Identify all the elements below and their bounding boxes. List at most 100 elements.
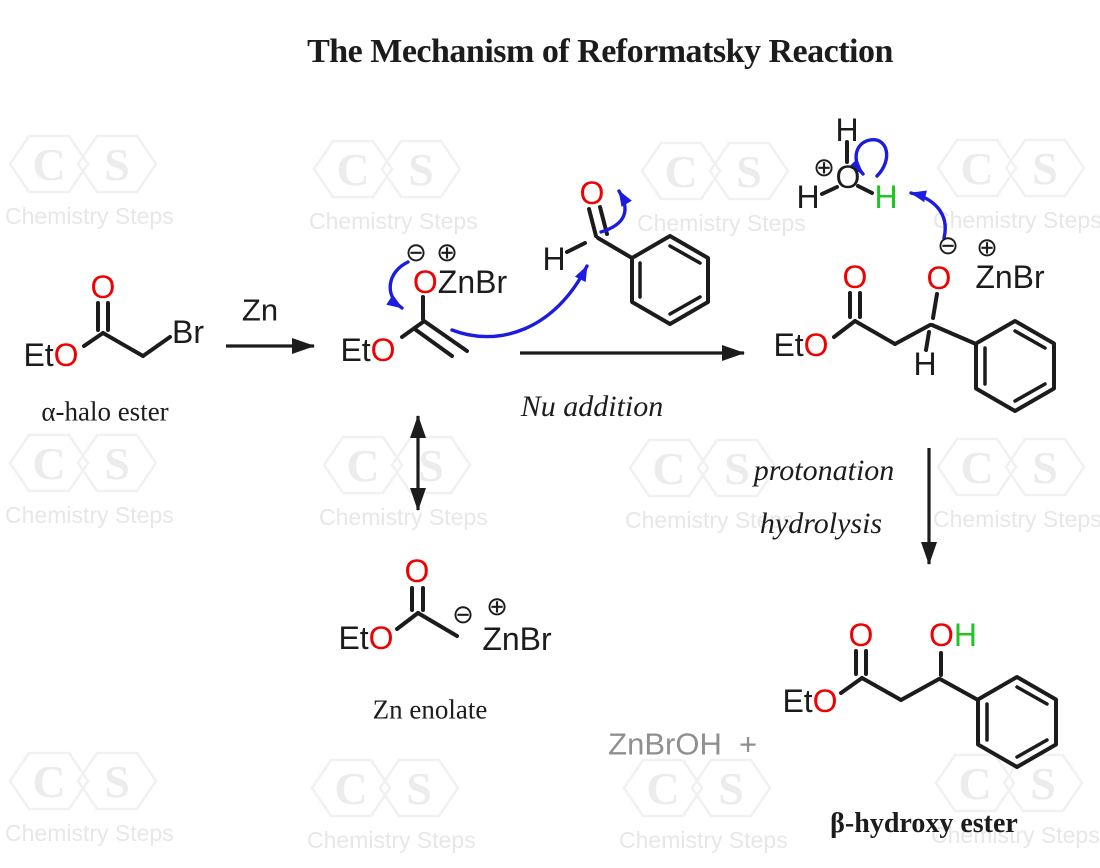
atom-label-eto: EtO: [782, 685, 837, 717]
charge-minus: ⊖: [937, 230, 959, 260]
curly-arrow-oh-bond: [848, 138, 889, 178]
atom-znbr: ZnBr: [482, 621, 552, 657]
atom-carbonyl-o: O: [848, 617, 874, 653]
watermark-letter-c: C: [958, 758, 991, 809]
benzaldehyde-bonds: [565, 205, 710, 326]
watermark-text: Chemistry Steps: [933, 207, 1100, 233]
watermark-letter-s: S: [736, 146, 762, 197]
diagram-title: The Mechanism of Reformatsky Reaction: [307, 33, 893, 70]
atom-carbonyl-o: O: [404, 553, 430, 589]
watermark-letter-c: C: [652, 443, 685, 494]
caption-nu-addition: Nu addition: [520, 390, 664, 423]
watermark-text: Chemistry Steps: [319, 504, 488, 530]
atom-znbr: ZnBr: [975, 259, 1045, 295]
watermark-text: Chemistry Steps: [619, 827, 788, 853]
watermark-letter-c: C: [32, 438, 65, 489]
atom-o: O: [835, 159, 861, 195]
charge-plus: ⊕: [813, 152, 835, 182]
curly-arrow-carbonyl-pi: [599, 189, 632, 234]
atom-br: Br: [172, 314, 204, 350]
hydronium-bonds: [820, 140, 874, 196]
caption-hydrolysis: hydrolysis: [759, 507, 883, 540]
atom-h: H: [796, 179, 820, 215]
atom-o: O: [412, 264, 438, 300]
phenyl-ring: [974, 319, 1056, 413]
atom-o: O: [812, 683, 838, 719]
caption-protonation: protonation: [753, 454, 895, 487]
watermark-text: Chemistry Steps: [933, 506, 1100, 532]
charge-minus: ⊖: [452, 599, 474, 629]
watermark-letter-s: S: [1030, 758, 1056, 809]
atom-et: Et: [782, 683, 813, 719]
atom-et: Et: [340, 332, 371, 368]
product-bonds: [839, 649, 1058, 769]
atom-alkoxide-o: O: [926, 260, 952, 296]
atom-h: H: [953, 617, 977, 653]
benzene-ring: [630, 234, 710, 326]
watermark-text: Chemistry Steps: [625, 507, 794, 533]
reagent-zn: Zn: [241, 292, 279, 328]
atom-label-eto: EtO: [773, 329, 828, 361]
atom-carbonyl-o: O: [90, 269, 116, 305]
charge-plus: ⊕: [976, 232, 998, 262]
charge-minus: ⊖: [405, 237, 427, 267]
atom-label-eto: EtO: [338, 622, 393, 654]
atom-o: O: [803, 327, 829, 363]
atom-carbonyl-o: O: [842, 259, 868, 295]
atom-o: O: [368, 620, 394, 656]
watermark-letter-c: C: [960, 143, 993, 194]
atom-znbr: ZnBr: [437, 264, 508, 300]
watermark-letter-c: C: [32, 756, 65, 807]
watermark-letter-c: C: [960, 442, 993, 493]
watermark-text: Chemistry Steps: [5, 502, 174, 528]
curly-arrow-enolate-oxygen: [386, 260, 410, 310]
watermark-text: Chemistry Steps: [307, 827, 476, 853]
caption-beta-hydroxy-ester: β-hydroxy ester: [830, 808, 1018, 839]
watermark-letter-c: C: [32, 139, 65, 190]
curly-arrow-alkoxide-deprotonation: [909, 190, 947, 240]
charge-plus: ⊕: [486, 591, 508, 621]
watermark-letter-c: C: [334, 763, 367, 814]
watermark-letter-s: S: [718, 763, 744, 814]
atom-o: O: [53, 337, 79, 373]
caption-alpha-halo-ester: α-halo ester: [41, 396, 169, 427]
atom-label-oznbr: OZnBr: [413, 266, 507, 298]
zn-enolate-bonds: [395, 586, 459, 638]
atom-et: Et: [773, 327, 804, 363]
atom-carbonyl-o: O: [579, 175, 605, 211]
charge-plus: ⊕: [436, 237, 458, 267]
watermark-letter-s: S: [104, 438, 130, 489]
atom-h-transfer: H: [874, 179, 898, 215]
atom-h: H: [542, 241, 566, 277]
atom-label-eto: EtO: [23, 339, 78, 371]
watermark-letter-c: C: [664, 146, 697, 197]
watermark-text: Chemistry Steps: [5, 820, 174, 846]
watermark-letter-s: S: [408, 144, 434, 195]
watermark-letter-s: S: [406, 763, 432, 814]
atom-h: H: [835, 112, 859, 148]
watermark-text: Chemistry Steps: [637, 210, 806, 236]
watermark-text: Chemistry Steps: [5, 203, 174, 229]
atom-h: H: [913, 346, 937, 382]
atom-label-eto: EtO: [340, 334, 395, 366]
curly-arrow-nucleophile-attack: [450, 264, 589, 339]
atom-o: O: [370, 332, 396, 368]
watermark-letter-s: S: [724, 443, 750, 494]
